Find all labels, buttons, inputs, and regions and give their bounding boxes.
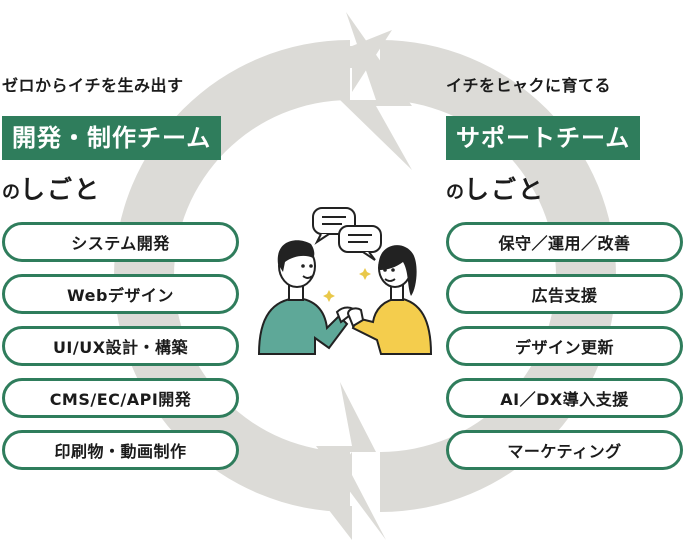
left-shigoto-heading: のしごと bbox=[2, 170, 101, 206]
right-shigoto-no: の bbox=[446, 182, 464, 203]
left-item-print-video: 印刷物・動画制作 bbox=[2, 430, 239, 470]
left-item-web-design: Webデザイン bbox=[2, 274, 239, 314]
left-item-uiux: UI/UX設計・構築 bbox=[2, 326, 239, 366]
left-shigoto-no: の bbox=[2, 182, 20, 203]
left-item-system-development: システム開発 bbox=[2, 222, 239, 262]
left-shigoto-rest: しごと bbox=[20, 175, 101, 204]
left-tagline: ゼロからイチを生み出す bbox=[2, 72, 184, 96]
right-shigoto-heading: のしごと bbox=[446, 170, 545, 206]
right-item-ai-dx: AI／DX導入支援 bbox=[446, 378, 683, 418]
right-item-marketing: マーケティング bbox=[446, 430, 683, 470]
right-item-maintenance: 保守／運用／改善 bbox=[446, 222, 683, 262]
conversation-illustration bbox=[245, 178, 445, 378]
right-item-design-update: デザイン更新 bbox=[446, 326, 683, 366]
right-item-ad-support: 広告支援 bbox=[446, 274, 683, 314]
left-team-title: 開発・制作チーム bbox=[2, 116, 221, 160]
right-shigoto-rest: しごと bbox=[464, 175, 545, 204]
right-team-title: サポートチーム bbox=[446, 116, 640, 160]
right-tagline: イチをヒャクに育てる bbox=[446, 72, 611, 96]
top-arrow-head bbox=[340, 12, 412, 170]
left-item-cms-ec-api: CMS/EC/API開発 bbox=[2, 378, 239, 418]
